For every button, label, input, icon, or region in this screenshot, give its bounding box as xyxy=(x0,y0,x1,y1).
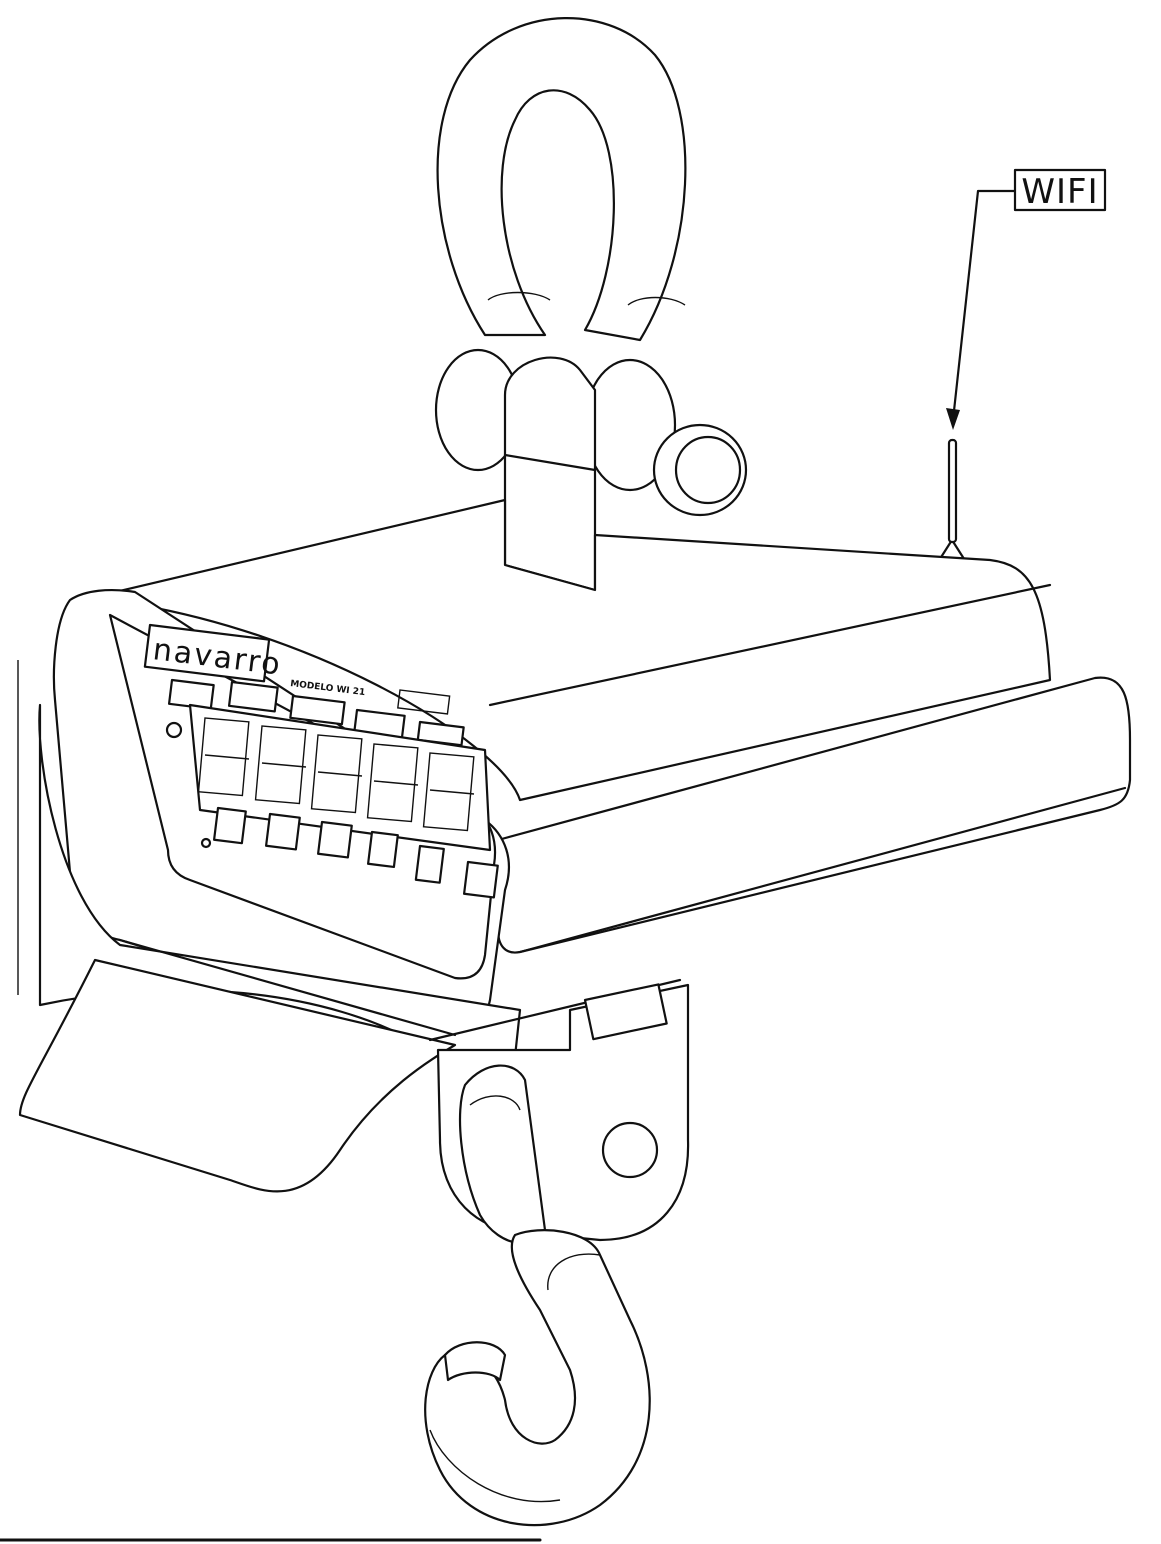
down-key[interactable] xyxy=(414,844,445,884)
wifi-label: WIFI xyxy=(1021,172,1098,212)
shackle xyxy=(434,17,748,592)
wifi-callout: WIFI xyxy=(946,168,1107,430)
select-key[interactable] xyxy=(367,830,399,869)
enter-key[interactable] xyxy=(463,860,499,899)
screw xyxy=(200,837,212,849)
screw xyxy=(165,721,183,739)
tare-key[interactable] xyxy=(317,820,353,859)
digit-display xyxy=(197,717,475,832)
hook xyxy=(424,1229,651,1527)
zero-key[interactable] xyxy=(265,812,301,851)
power-key[interactable] xyxy=(213,806,247,845)
pin-hole xyxy=(601,1121,659,1179)
front-panel: navarro MODELO WI 21 xyxy=(143,623,499,899)
lower-swivel xyxy=(436,983,690,1245)
wifi-antenna xyxy=(936,438,968,564)
model-label: MODELO WI 21 xyxy=(290,679,366,698)
keypad xyxy=(213,806,499,899)
